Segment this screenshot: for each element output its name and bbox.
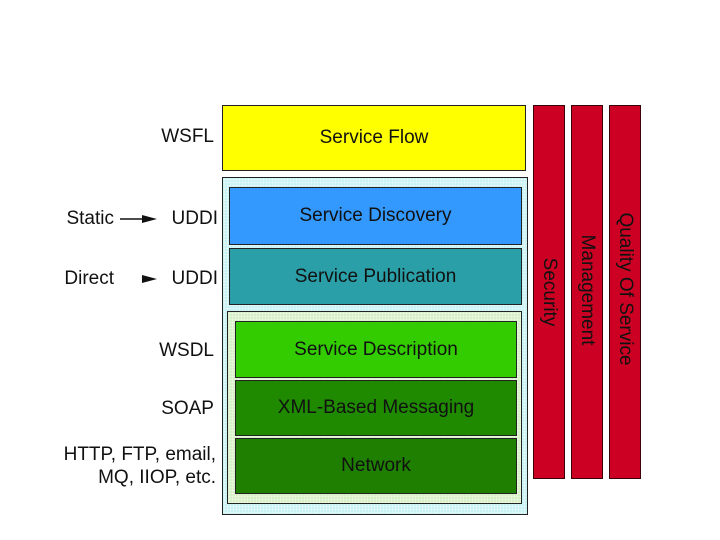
bar-security: Security (533, 105, 565, 479)
bar-management-label: Management (577, 234, 598, 346)
label-static: Static (66, 208, 114, 229)
layer-service-flow: Service Flow (222, 105, 526, 171)
bar-quality-of-service: Quality Of Service (609, 105, 641, 479)
label-direct: Direct (64, 268, 114, 289)
label-protocols-line2: MQ, IIOP, etc. (98, 467, 216, 488)
layer-xml-messaging: XML-Based Messaging (235, 380, 517, 436)
layer-service-discovery-label: Service Discovery (299, 205, 452, 226)
arrow-static-icon (120, 215, 157, 223)
layer-service-description: Service Description (235, 321, 517, 378)
layer-service-publication-label: Service Publication (294, 265, 457, 287)
label-soap: SOAP (161, 398, 214, 419)
layer-service-publication: Service Publication (229, 248, 522, 305)
label-wsfl: WSFL (161, 126, 214, 147)
layer-service-flow-label: Service Flow (319, 127, 429, 148)
arrow-direct-icon (142, 275, 157, 283)
layer-service-discovery: Service Discovery (229, 187, 522, 245)
bar-management: Management (571, 105, 603, 479)
bar-quality-of-service-label: Quality Of Service (615, 212, 636, 366)
layer-network: Network (235, 438, 517, 494)
label-uddi-publication: UDDI (171, 268, 218, 289)
bar-security-label: Security (539, 257, 560, 327)
label-wsdl: WSDL (159, 340, 214, 361)
layer-xml-messaging-label: XML-Based Messaging (277, 397, 475, 418)
layer-network-label: Network (341, 455, 411, 476)
label-uddi-discovery: UDDI (171, 208, 218, 229)
layer-service-description-label: Service Description (294, 338, 458, 360)
label-protocols-line1: HTTP, FTP, email, (63, 444, 216, 465)
